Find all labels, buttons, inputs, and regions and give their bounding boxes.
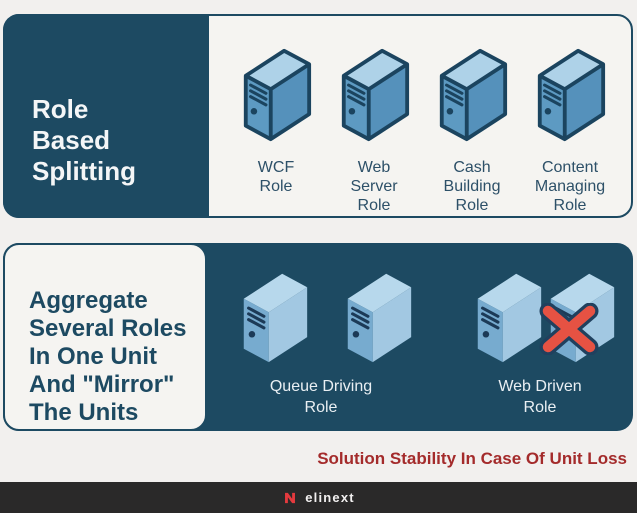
brand-name: elinext <box>305 490 355 505</box>
server-icon <box>243 48 311 142</box>
role-label: Cash Building Role <box>443 159 501 214</box>
role-item-web-server: Web Server Role <box>325 44 423 215</box>
roles-row: WCF Role Web Server Role Cash Building R… <box>227 44 619 215</box>
brand-logo-icon <box>285 492 296 503</box>
aggregate-roles-section: Aggregate Several Roles In One Unit And … <box>0 243 637 431</box>
role-item-content-managing: Content Managing Role <box>521 44 619 215</box>
top-title-panel <box>3 14 209 218</box>
server-icon <box>439 48 507 142</box>
role-label: Content Managing Role <box>534 159 606 214</box>
server-icon <box>341 48 409 142</box>
unit-group-label: Queue Driving Role <box>269 378 373 416</box>
role-based-splitting-section: Role Based Splitting WCF Role Web Server… <box>0 14 637 218</box>
role-item-cash-building: Cash Building Role <box>423 44 521 215</box>
top-section-title: Role Based Splitting <box>32 93 136 186</box>
unit-group-label: Web Driven Role <box>498 378 582 416</box>
server-icon <box>342 267 415 367</box>
server-icon <box>537 48 605 142</box>
server-icon <box>472 267 545 367</box>
bottom-title-panel <box>3 243 207 431</box>
role-label: Web Server Role <box>350 159 398 214</box>
role-label: WCF Role <box>257 159 295 195</box>
footer-bar: elinext <box>0 482 637 513</box>
role-item-wcf: WCF Role <box>227 44 325 215</box>
bottom-section-title: Aggregate Several Roles In One Unit And … <box>29 286 187 426</box>
server-icon <box>238 267 311 367</box>
stability-caption: Solution Stability In Case Of Unit Loss <box>317 449 627 468</box>
failure-cross-icon <box>538 303 600 355</box>
